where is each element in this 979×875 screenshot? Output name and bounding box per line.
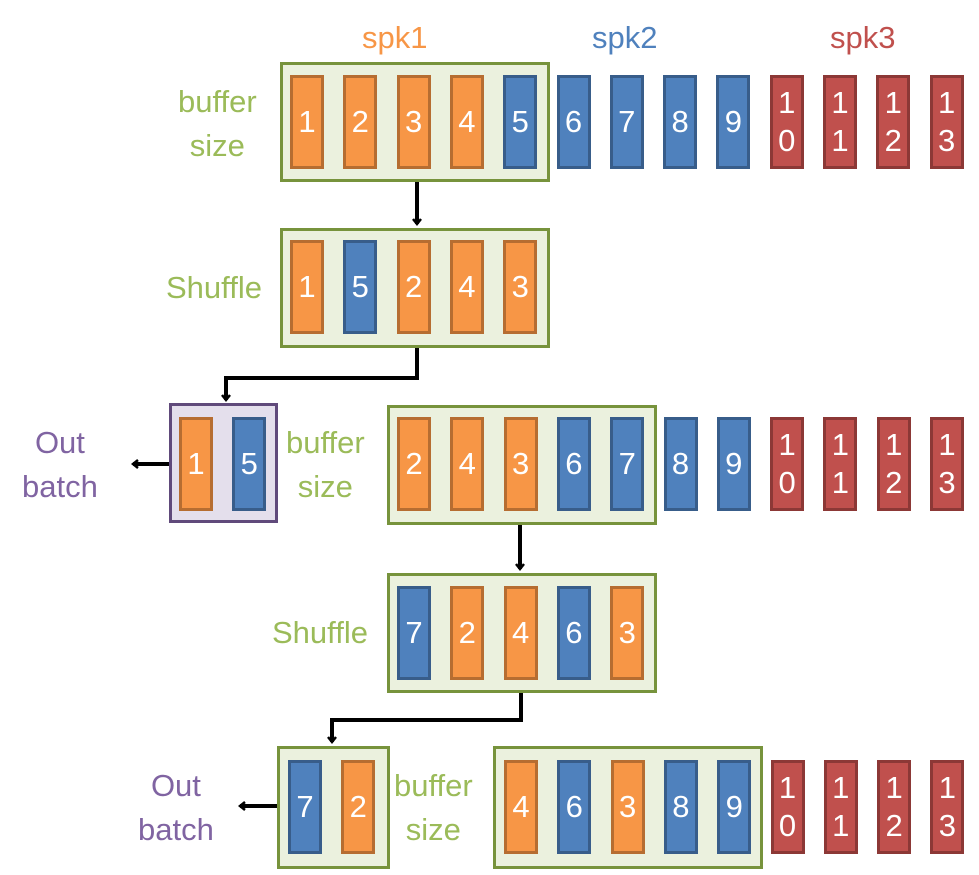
buffer-2-tile: 3	[503, 417, 538, 511]
buffer-3-tile: 1 3	[930, 760, 965, 854]
buffer-2-tile: 1 1	[823, 417, 858, 511]
buffer-2-tile: 1 0	[770, 417, 805, 511]
buffer-size-label-2: buffer size	[286, 425, 365, 504]
shuffle-2-tile: 6	[556, 586, 591, 680]
shuffle-1-tile: 3	[503, 240, 538, 334]
shuffle-2-tile: 4	[503, 586, 538, 680]
out-batch-1-tile: 5	[232, 417, 267, 511]
initial-buffer-tile: 4	[449, 75, 484, 169]
buffer-3-tile: 1 0	[770, 760, 805, 854]
buffer-size-label-1: buffer size	[178, 84, 257, 163]
buffer-3-tile: 4	[504, 760, 538, 854]
shuffle-1-tile: 5	[343, 240, 378, 334]
out-batch-2-tile: 2	[341, 760, 376, 854]
initial-buffer-tile: 8	[663, 75, 698, 169]
buffer-2-tile: 9	[716, 417, 751, 511]
buffer-3-tile: 1 2	[877, 760, 912, 854]
out-batch-2-tile: 7	[288, 760, 322, 854]
buffer-2-tile: 1 3	[930, 417, 964, 511]
shuffle-1-tile: 2	[396, 240, 431, 334]
out-batch-1-tile: 1	[179, 417, 213, 511]
buffer-2-tile: 8	[663, 417, 698, 511]
buffer-size-label-3: buffer size	[394, 768, 473, 847]
spk2-header: spk2	[592, 20, 658, 55]
initial-buffer-tile: 1 1	[823, 75, 857, 169]
out-batch-label-2: Out batch	[138, 768, 214, 847]
initial-buffer-tile: 6	[556, 75, 591, 169]
initial-buffer-tile: 1 2	[876, 75, 911, 169]
shuffle-2-tile: 3	[610, 586, 645, 680]
shuffle-2-tile: 2	[450, 586, 485, 680]
initial-buffer-tile: 1	[290, 75, 324, 169]
buffer-3-tile: 3	[610, 760, 645, 854]
shuffle-2-tile: 7	[397, 586, 431, 680]
buffer-2-tile: 6	[556, 417, 591, 511]
buffer-3-tile: 9	[717, 760, 752, 854]
shuffle-label-2: Shuffle	[272, 615, 368, 650]
initial-buffer-tile: 1 3	[929, 75, 964, 169]
spk3-header: spk3	[830, 20, 896, 55]
initial-buffer-tile: 5	[503, 75, 538, 169]
buffer-3-tile: 1 1	[823, 760, 858, 854]
buffer-2-tile: 2	[397, 417, 431, 511]
buffer-3-tile: 8	[663, 760, 698, 854]
initial-buffer-tile: 9	[716, 75, 751, 169]
buffer-2-tile: 7	[610, 417, 645, 511]
spk1-header: spk1	[362, 20, 428, 55]
initial-buffer-tile: 7	[609, 75, 644, 169]
buffer-2-tile: 4	[450, 417, 485, 511]
buffer-3-tile: 6	[557, 760, 592, 854]
arrow-shuffle-1-to-out-batch-1	[221, 348, 419, 403]
arrow-shuffle-2-to-out-batch-2	[327, 693, 523, 745]
initial-buffer-tile: 1 0	[769, 75, 804, 169]
initial-buffer-tile: 2	[343, 75, 378, 169]
initial-buffer-tile: 3	[396, 75, 431, 169]
shuffle-1-tile: 1	[290, 240, 324, 334]
shuffle-label-1: Shuffle	[166, 270, 262, 305]
shuffle-1-tile: 4	[449, 240, 484, 334]
buffer-2-tile: 1 2	[876, 417, 911, 511]
out-batch-label-1: Out batch	[22, 425, 98, 504]
